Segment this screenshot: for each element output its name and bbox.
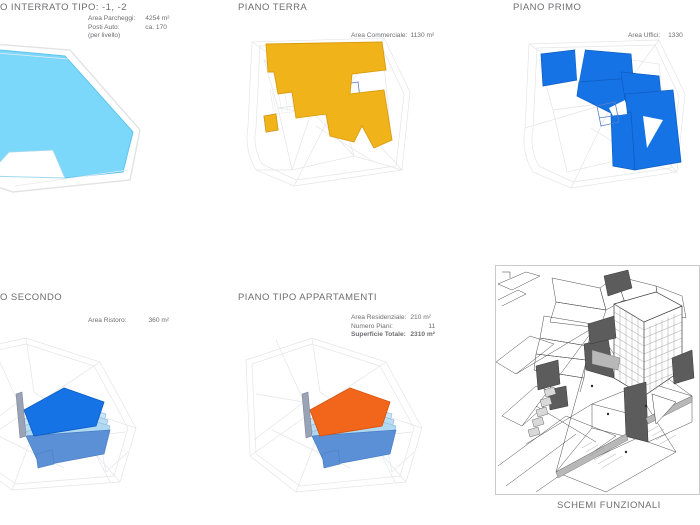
- spec-label-area-parcheggi: Area Parcheggi:: [88, 15, 136, 22]
- spec-list-ground-floor: Area Commerciale: 1130 m²: [351, 32, 434, 41]
- first-blue-outline: [596, 101, 620, 127]
- spec-value-superficie-totale: 2310 m²: [410, 331, 435, 339]
- panel-title-ground-floor: PIANO TERRA: [238, 2, 308, 13]
- panel-apartment-floor: PIANO TIPO APPARTAMENTI Area Residenzial…: [238, 290, 473, 525]
- spec-label-area-ristoro: Area Ristoro:: [88, 317, 127, 324]
- render-small-markers: [590, 384, 648, 454]
- apt-residential-volume: [309, 387, 391, 437]
- drawing-apartment-floor-axon: [236, 334, 466, 494]
- spec-label-numero-piani: Numero Piani:: [351, 322, 393, 330]
- axonometric-render: [496, 266, 699, 494]
- spec-label-area-commerciale: Area Commerciale:: [351, 32, 408, 39]
- spec-note-per-livello: (per livello): [88, 32, 121, 40]
- render-hatched-plaza: [581, 425, 677, 469]
- spec-list-second-floor: Area Ristoro: 360 m²: [88, 317, 169, 326]
- spec-value-area-uffici: 1330: [668, 32, 683, 39]
- tower-facade-grid: [613, 307, 683, 393]
- panel-first-floor: PIANO PRIMO Area Uffici: 1330: [513, 0, 700, 255]
- second-restaurant-volume: [23, 387, 105, 437]
- panel-second-floor: O SECONDO Area Ristoro: 360 m²: [0, 290, 230, 525]
- render-canopy-triangle: [651, 393, 677, 425]
- spec-value-area-commerciale: 1130 m²: [410, 32, 435, 39]
- spec-value-area-parcheggi: 4254 m²: [145, 15, 170, 22]
- render-cars: [527, 386, 557, 438]
- basement-ramp-void: [0, 149, 66, 179]
- spec-label-area-uffici: Area Uffici:: [628, 32, 661, 39]
- spec-value-posti-auto: ca. 170: [145, 23, 167, 31]
- ground-commercial-inner-lines: [295, 89, 385, 119]
- second-small-block: [35, 449, 55, 469]
- spec-list-apartment-floor: Area Residenziale: 210 m² Numero Piani: …: [351, 314, 435, 340]
- drawing-basement-plan: [0, 20, 165, 205]
- panel-ground-floor: PIANO TERRA Area Commerciale: 1130 m²: [238, 0, 473, 255]
- panel-title-basement: O INTERRATO TIPO: -1, -2: [0, 2, 127, 13]
- ground-commercial-fill: [263, 41, 393, 149]
- render-caption: SCHEMI FUNZIONALI: [557, 500, 661, 511]
- spec-list-basement: Area Parcheggi: 4254 m² Posti Auto: ca. …: [88, 15, 170, 41]
- panel-title-apartment-floor: PIANO TIPO APPARTAMENTI: [238, 292, 377, 303]
- render-dark-volumes: [535, 269, 695, 443]
- spec-value-area-residenziale: 210 m²: [410, 314, 431, 321]
- spec-value-area-ristoro: 360 m²: [148, 317, 170, 324]
- second-core-wall: [15, 391, 27, 439]
- drawing-second-floor-axon: [0, 332, 190, 492]
- spec-label-posti-auto: Posti Auto:: [88, 23, 120, 31]
- drawing-ground-floor-plan: [234, 30, 434, 195]
- spec-value-numero-piani: 11: [428, 322, 436, 330]
- drawing-first-floor-plan: [513, 30, 700, 195]
- basement-edge-lines: [0, 52, 129, 187]
- panel-functional-schemes-render: [495, 265, 700, 495]
- apt-small-block: [321, 449, 341, 469]
- apt-core-wall: [301, 391, 313, 439]
- render-corner-mark: [502, 271, 511, 278]
- first-office-voids: [575, 50, 663, 148]
- spec-label-area-residenziale: Area Residenziale:: [351, 314, 407, 321]
- panel-basement: O INTERRATO TIPO: -1, -2 Area Parcheggi:…: [0, 0, 230, 255]
- panel-title-first-floor: PIANO PRIMO: [513, 2, 582, 13]
- spec-list-first-floor: Area Uffici: 1330: [628, 32, 683, 41]
- spec-label-superficie-totale: Superficie Totale:: [351, 331, 406, 339]
- panel-title-second-floor: O SECONDO: [0, 292, 63, 303]
